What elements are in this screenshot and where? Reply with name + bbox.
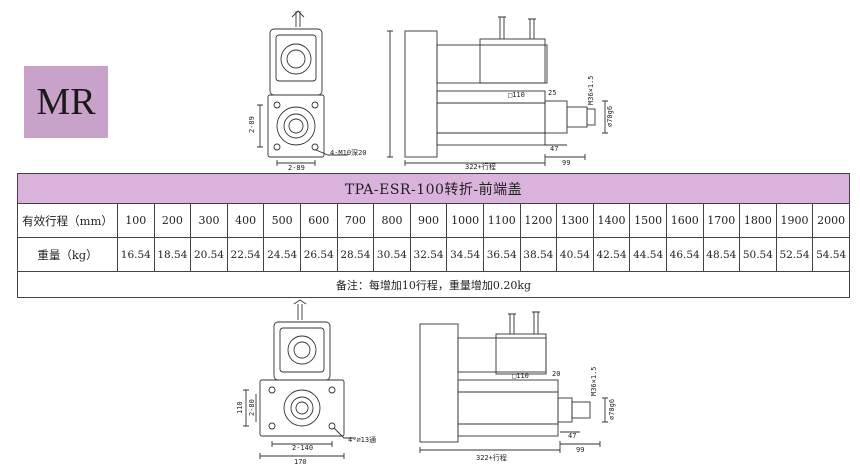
weight-cell: 28.54 (336, 237, 375, 272)
dim-2-80: 2-80 (248, 399, 256, 416)
table-note: 备注：每增加10行程，重量增加0.20kg (17, 271, 850, 298)
dim-110: 110 (236, 401, 244, 414)
weight-cell: 50.54 (739, 237, 777, 272)
dim-322-stroke-bottom: 322+行程 (476, 453, 507, 462)
weight-cell: 16.54 (117, 237, 155, 272)
weight-row: 重量（kg） 16.54 18.54 20.54 22.54 24.54 26.… (17, 237, 850, 272)
top-front-view-drawing: 2-89 2-89 4-M10深20 (230, 5, 380, 173)
stroke-cell: 1700 (702, 203, 741, 238)
weight-label: 重量（kg） (17, 237, 118, 272)
weight-cell: 38.54 (519, 237, 558, 272)
hole-note-through: 4-∅13通 (348, 435, 376, 444)
dim-m36-bottom: M36×1.5 (590, 366, 598, 396)
spec-table: TPA-ESR-100转折-前端盖 有效行程（mm） 100 200 300 4… (17, 173, 850, 298)
dim-70g6-bottom: ∅70g6 (608, 399, 616, 420)
dim-2-89-vertical: 2-89 (248, 116, 256, 133)
stroke-cell: 1100 (482, 203, 521, 238)
stroke-label: 有效行程（mm） (17, 203, 118, 238)
dim-25: 25 (548, 89, 556, 97)
stroke-cell: 1400 (592, 203, 631, 238)
stroke-row: 有效行程（mm） 100 200 300 400 500 600 700 800… (17, 203, 850, 238)
bottom-side-view-drawing: □110 20 M36×1.5 ∅70g6 47 99 322+行程 (400, 298, 640, 468)
weight-cell: 26.54 (299, 237, 338, 272)
mr-badge: MR (24, 66, 108, 138)
weight-cell: 22.54 (226, 237, 265, 272)
dim-70g6: ∅70g6 (606, 106, 614, 127)
stroke-cell: 1600 (665, 203, 704, 238)
weight-cell: 34.54 (446, 237, 484, 272)
dim-110-square-bottom: □110 (512, 372, 529, 380)
weight-cell: 40.54 (556, 237, 594, 272)
stroke-cell: 1200 (519, 203, 558, 238)
weight-cell: 18.54 (153, 237, 192, 272)
stroke-cell: 600 (299, 203, 338, 238)
stroke-cell: 1000 (446, 203, 484, 238)
hole-note: 4-M10深20 (330, 148, 367, 157)
dim-47-bottom: 47 (568, 432, 576, 440)
dim-2-89-horizontal: 2-89 (288, 164, 305, 172)
stroke-cell: 1500 (629, 203, 667, 238)
weight-cell: 32.54 (409, 237, 448, 272)
weight-cell: 30.54 (373, 237, 411, 272)
weight-cell: 52.54 (775, 237, 814, 272)
weight-cell: 48.54 (702, 237, 741, 272)
dim-47: 47 (550, 145, 558, 153)
stroke-cell: 100 (117, 203, 155, 238)
weight-cell: 42.54 (592, 237, 631, 272)
bottom-front-view-drawing: 110 2-80 2-140 170 4-∅13通 (228, 298, 388, 468)
stroke-cell: 800 (373, 203, 411, 238)
dim-322-stroke: 322+行程 (465, 162, 496, 171)
stroke-cell: 1900 (775, 203, 814, 238)
weight-cell: 36.54 (482, 237, 521, 272)
stroke-cell: 400 (226, 203, 265, 238)
dim-170: 170 (294, 458, 307, 466)
weight-cell: 44.54 (629, 237, 667, 272)
stroke-cell: 500 (263, 203, 301, 238)
weight-cell: 54.54 (812, 237, 850, 272)
stroke-cell: 1800 (739, 203, 777, 238)
stroke-cell: 1300 (556, 203, 594, 238)
dim-2-140: 2-140 (292, 444, 313, 452)
weight-cell: 46.54 (665, 237, 704, 272)
dim-20: 20 (552, 370, 560, 378)
stroke-cell: 200 (153, 203, 192, 238)
dim-99-bottom: 99 (576, 446, 584, 454)
badge-label: MR (36, 81, 96, 123)
table-title: TPA-ESR-100转折-前端盖 (17, 173, 850, 204)
weight-cell: 20.54 (190, 237, 228, 272)
stroke-cell: 700 (336, 203, 375, 238)
stroke-cell: 900 (409, 203, 448, 238)
dim-110-square: □110 (508, 91, 525, 99)
stroke-cell: 2000 (812, 203, 850, 238)
top-side-view-drawing: □110 25 M36×1.5 ∅70g6 47 99 322+行程 (380, 5, 640, 173)
dim-m36: M36×1.5 (587, 75, 595, 105)
stroke-cell: 300 (190, 203, 228, 238)
dim-99: 99 (562, 159, 570, 167)
weight-cell: 24.54 (263, 237, 301, 272)
